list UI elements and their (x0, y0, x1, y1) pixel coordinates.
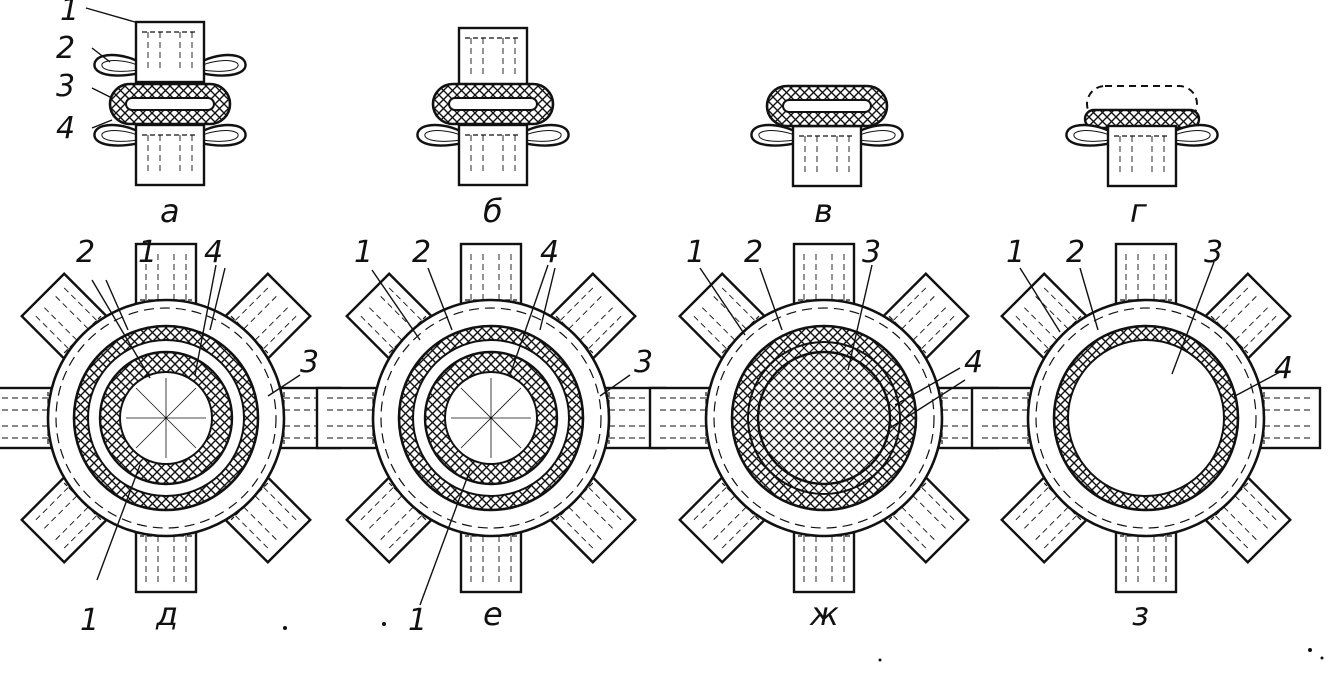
callout-e-2: 2 (412, 235, 431, 270)
callout-a-4: 4 (56, 111, 75, 146)
caption-d: д (155, 595, 178, 633)
callout-d-4a: 4 (204, 235, 223, 270)
callout-zh-3: 3 (862, 235, 881, 270)
panel-z-drawing (972, 244, 1320, 592)
panel-e-drawing (317, 244, 665, 592)
callout-zh-4: 4 (964, 345, 983, 380)
callout-z-3: 3 (1204, 235, 1223, 270)
callout-a-2: 2 (56, 31, 75, 66)
caption-g: г (1130, 192, 1147, 230)
scan-noise (283, 622, 1324, 662)
panel-b-drawing (416, 26, 570, 187)
panel-d-drawing (0, 244, 340, 592)
panel-g-drawing (1065, 85, 1219, 188)
caption-b: б (483, 192, 503, 230)
caption-zh: ж (809, 595, 839, 633)
callout-z-2: 2 (1066, 235, 1085, 270)
callout-e-1a: 1 (354, 235, 373, 270)
panel-v-drawing (750, 84, 904, 188)
callout-d-3: 3 (300, 345, 319, 380)
callout-zh-2: 2 (744, 235, 763, 270)
callout-d-1a: 1 (138, 235, 157, 270)
callout-z-1: 1 (1006, 235, 1025, 270)
panel-a-drawing (85, 7, 247, 187)
panel-zh-drawing (650, 244, 998, 592)
callout-zh-1: 1 (686, 235, 705, 270)
callout-e-4: 4 (540, 235, 559, 270)
callout-d-1b: 1 (80, 603, 99, 638)
caption-v: в (814, 192, 833, 230)
caption-z: з (1132, 595, 1149, 633)
callout-e-3: 3 (634, 345, 653, 380)
callout-e-1b: 1 (408, 603, 427, 638)
callout-d-2a: 2 (76, 235, 95, 270)
caption-e: е (483, 595, 503, 633)
callout-z-4: 4 (1274, 351, 1293, 386)
callout-a-3: 3 (56, 69, 75, 104)
caption-a: а (160, 192, 180, 230)
callout-a-1: 1 (60, 0, 79, 28)
